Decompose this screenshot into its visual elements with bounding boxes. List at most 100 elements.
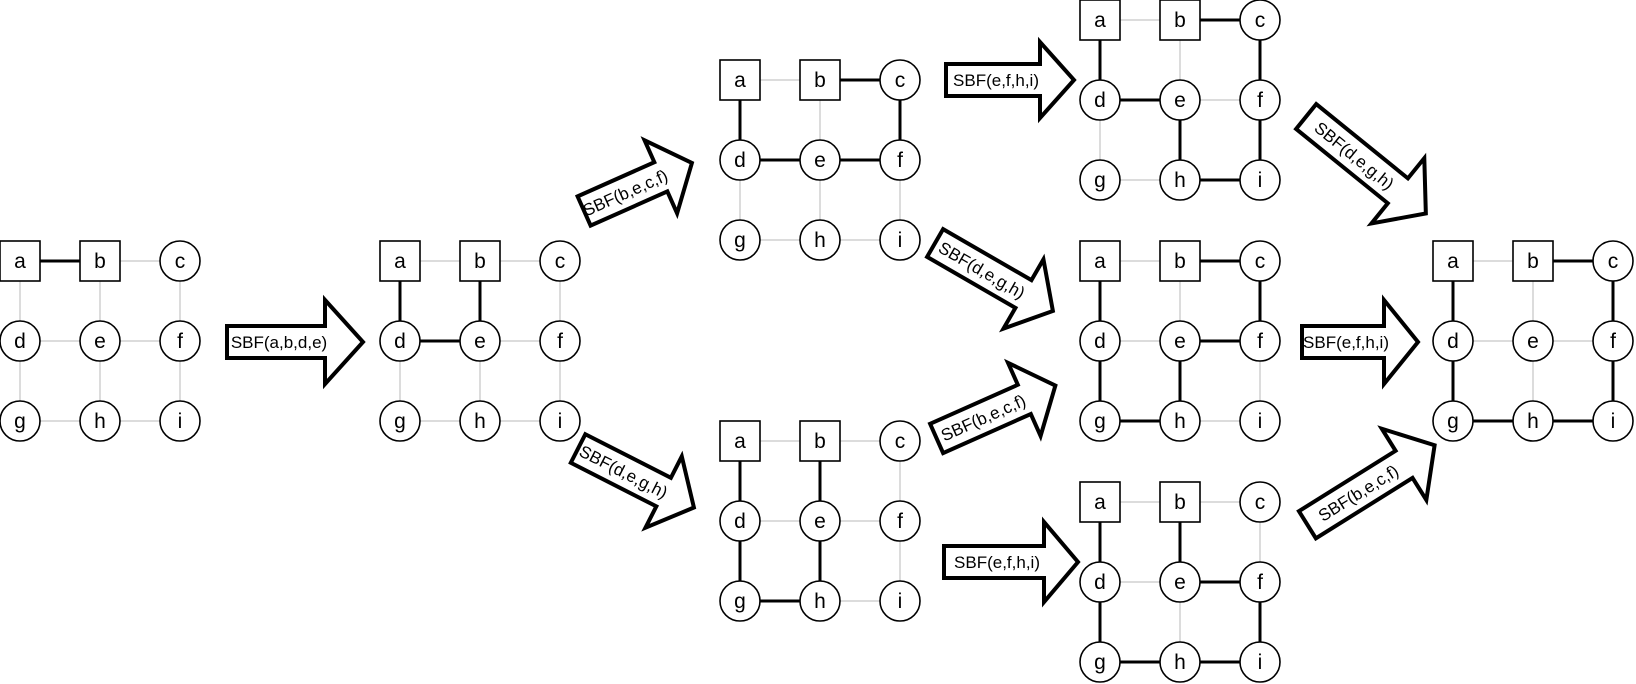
node-d: d <box>379 320 421 362</box>
node-label: a <box>1094 250 1106 273</box>
node-label: c <box>175 250 186 273</box>
node-label: d <box>1094 330 1106 353</box>
node-e: e <box>799 139 841 181</box>
node-a: a <box>0 240 41 282</box>
node-d: d <box>1079 79 1121 121</box>
node-label: i <box>558 410 563 433</box>
node-i: i <box>159 400 201 442</box>
node-h: h <box>459 400 501 442</box>
graph-5: a b c d e f g h i <box>1079 0 1281 201</box>
arrow-10: SBF(b,e,c,f) <box>1296 425 1437 542</box>
arrow-3: SBF(d,e,g,h) <box>568 431 697 532</box>
node-h: h <box>799 580 841 622</box>
node-h: h <box>1512 400 1554 442</box>
node-label: e <box>94 330 106 353</box>
node-label: b <box>1527 250 1539 273</box>
arrow-shape <box>225 294 366 390</box>
node-label: b <box>1174 491 1186 514</box>
node-g: g <box>1079 400 1121 442</box>
arrow-6: SBF(b,e,c,f) <box>927 358 1058 456</box>
node-a: a <box>379 240 421 282</box>
node-label: a <box>394 250 406 273</box>
node-label: e <box>1174 571 1186 594</box>
node-f: f <box>879 139 921 181</box>
node-a: a <box>1079 0 1121 41</box>
node-d: d <box>719 139 761 181</box>
node-label: i <box>1258 410 1263 433</box>
arrow-label: SBF(e,f,h,i) <box>953 71 1039 90</box>
node-label: d <box>734 149 746 172</box>
node-h: h <box>1159 159 1201 201</box>
node-label: g <box>394 410 406 433</box>
node-b: b <box>459 240 501 282</box>
node-d: d <box>1079 320 1121 362</box>
node-label: g <box>734 229 746 252</box>
node-e: e <box>1159 561 1201 603</box>
node-label: c <box>555 250 566 273</box>
node-g: g <box>719 580 761 622</box>
node-label: e <box>1174 89 1186 112</box>
node-i: i <box>879 580 921 622</box>
node-label: i <box>178 410 183 433</box>
node-label: g <box>14 410 26 433</box>
node-b: b <box>1159 481 1201 523</box>
arrow-shape <box>1300 294 1421 390</box>
node-label: c <box>1255 9 1266 32</box>
node-label: b <box>1174 9 1186 32</box>
node-label: h <box>94 410 106 433</box>
node-label: h <box>814 229 826 252</box>
node-label: a <box>734 430 746 453</box>
node-label: g <box>1094 410 1106 433</box>
arrow-label: SBF(a,b,d,e) <box>231 333 327 352</box>
node-g: g <box>1079 159 1121 201</box>
node-a: a <box>1432 240 1474 282</box>
node-f: f <box>879 500 921 542</box>
node-label: d <box>14 330 26 353</box>
node-e: e <box>1159 320 1201 362</box>
node-label: g <box>734 590 746 613</box>
node-b: b <box>1159 240 1201 282</box>
node-label: h <box>1527 410 1539 433</box>
node-label: i <box>898 590 903 613</box>
node-g: g <box>379 400 421 442</box>
node-label: f <box>1257 330 1263 353</box>
node-label: b <box>814 69 826 92</box>
node-label: d <box>394 330 406 353</box>
arrow-shape <box>924 226 1056 333</box>
arrow-shape <box>944 36 1077 124</box>
node-f: f <box>1239 79 1281 121</box>
node-label: c <box>1255 250 1266 273</box>
node-label: b <box>94 250 106 273</box>
node-b: b <box>1512 240 1554 282</box>
node-b: b <box>799 420 841 462</box>
node-e: e <box>1159 79 1201 121</box>
node-label: f <box>1257 571 1263 594</box>
node-b: b <box>799 59 841 101</box>
node-g: g <box>1079 641 1121 683</box>
node-label: d <box>734 510 746 533</box>
node-label: c <box>1608 250 1619 273</box>
arrow-shape <box>1296 425 1437 542</box>
node-a: a <box>1079 240 1121 282</box>
node-h: h <box>79 400 121 442</box>
node-label: h <box>1174 410 1186 433</box>
arrow-shape <box>927 358 1058 456</box>
node-label: i <box>1258 169 1263 192</box>
node-i: i <box>1592 400 1634 442</box>
node-label: e <box>474 330 486 353</box>
node-label: a <box>1447 250 1459 273</box>
node-i: i <box>1239 641 1281 683</box>
node-g: g <box>719 219 761 261</box>
node-label: a <box>1094 9 1106 32</box>
node-d: d <box>719 500 761 542</box>
node-label: e <box>1527 330 1539 353</box>
node-label: b <box>474 250 486 273</box>
node-label: c <box>895 69 906 92</box>
node-label: f <box>557 330 563 353</box>
node-label: g <box>1094 169 1106 192</box>
node-label: a <box>734 69 746 92</box>
node-b: b <box>1159 0 1201 41</box>
